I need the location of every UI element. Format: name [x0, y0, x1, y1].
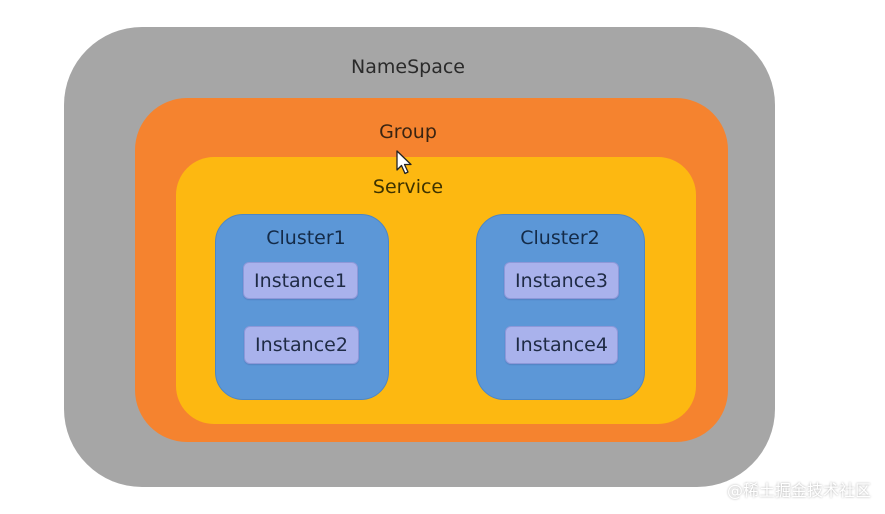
mouse-pointer-icon — [396, 150, 412, 175]
instance3-label: Instance3 — [515, 269, 608, 292]
cluster1-label: Cluster1 — [266, 227, 346, 249]
instance4-label: Instance4 — [515, 334, 608, 356]
cluster2-label: Cluster2 — [520, 227, 600, 249]
cluster2-container — [476, 214, 645, 400]
namespace-label: NameSpace — [351, 56, 465, 78]
instance3-box: Instance3 — [504, 262, 619, 299]
instance1-label: Instance1 — [254, 269, 347, 292]
instance2-box: Instance2 — [244, 326, 359, 364]
group-label: Group — [379, 121, 437, 143]
instance4-box: Instance4 — [505, 326, 618, 364]
instance1-box: Instance1 — [243, 262, 358, 299]
service-label: Service — [372, 176, 444, 198]
cluster1-container — [215, 214, 389, 400]
instance2-label: Instance2 — [255, 334, 348, 356]
watermark-text: @稀土掘金技术社区 — [726, 481, 871, 500]
